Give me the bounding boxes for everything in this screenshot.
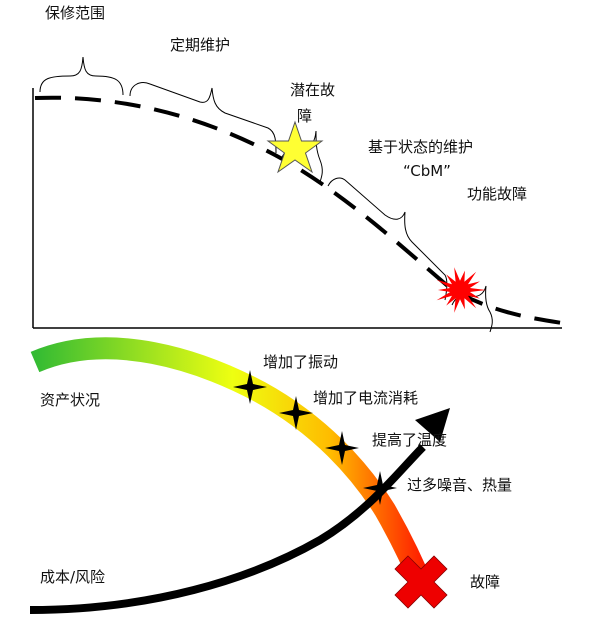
failure-x-icon — [394, 555, 448, 609]
event-label-current: 增加了电流消耗 — [313, 389, 418, 407]
event-label-noise-heat: 过多噪音、热量 — [407, 476, 512, 494]
degradation-curve — [34, 95, 563, 325]
asset-condition-label: 资产状况 — [40, 391, 100, 409]
cost-risk-arrowhead-icon — [415, 408, 450, 442]
event-label-vibration: 增加了振动 — [263, 353, 338, 371]
event-label-temperature: 提高了温度 — [372, 431, 447, 449]
cbm-label-line1: 基于状态的维护 — [368, 138, 473, 156]
functional-failure-burst-icon — [436, 267, 486, 313]
potential-failure-star-icon — [266, 120, 324, 174]
potential-failure-label-line1: 潜在故 — [290, 81, 335, 99]
cost-risk-label: 成本/风险 — [40, 568, 105, 586]
potential-failure-label-line2: 障 — [297, 107, 312, 125]
periodic-maintenance-label: 定期维护 — [170, 36, 230, 54]
periodic-brace — [129, 82, 277, 154]
asset-condition-curve — [30, 337, 435, 595]
event-marker-star-icon-3 — [325, 431, 359, 465]
cost-risk-curve — [29, 444, 426, 614]
event-marker-star-icon-2 — [279, 396, 313, 430]
condition-vs-cost-diagram: 资产状况 成本/风险 增加了振动 增加了电流消耗 提高了温度 过多噪音、热量 故… — [29, 337, 512, 614]
cbm-brace — [327, 177, 448, 301]
warranty-brace — [39, 56, 124, 96]
event-marker-star-icon-1 — [233, 370, 267, 404]
event-marker-star-icon-4 — [363, 471, 397, 505]
pf-curve-chart: 保修范围 定期维护 潜在故 障 基于状态的维护 “CbM” 功能故障 — [32, 4, 563, 333]
cbm-label-line2: “CbM” — [403, 162, 451, 180]
functional-failure-label: 功能故障 — [467, 185, 527, 203]
failure-label: 故障 — [470, 573, 500, 591]
warranty-label: 保修范围 — [45, 4, 105, 22]
